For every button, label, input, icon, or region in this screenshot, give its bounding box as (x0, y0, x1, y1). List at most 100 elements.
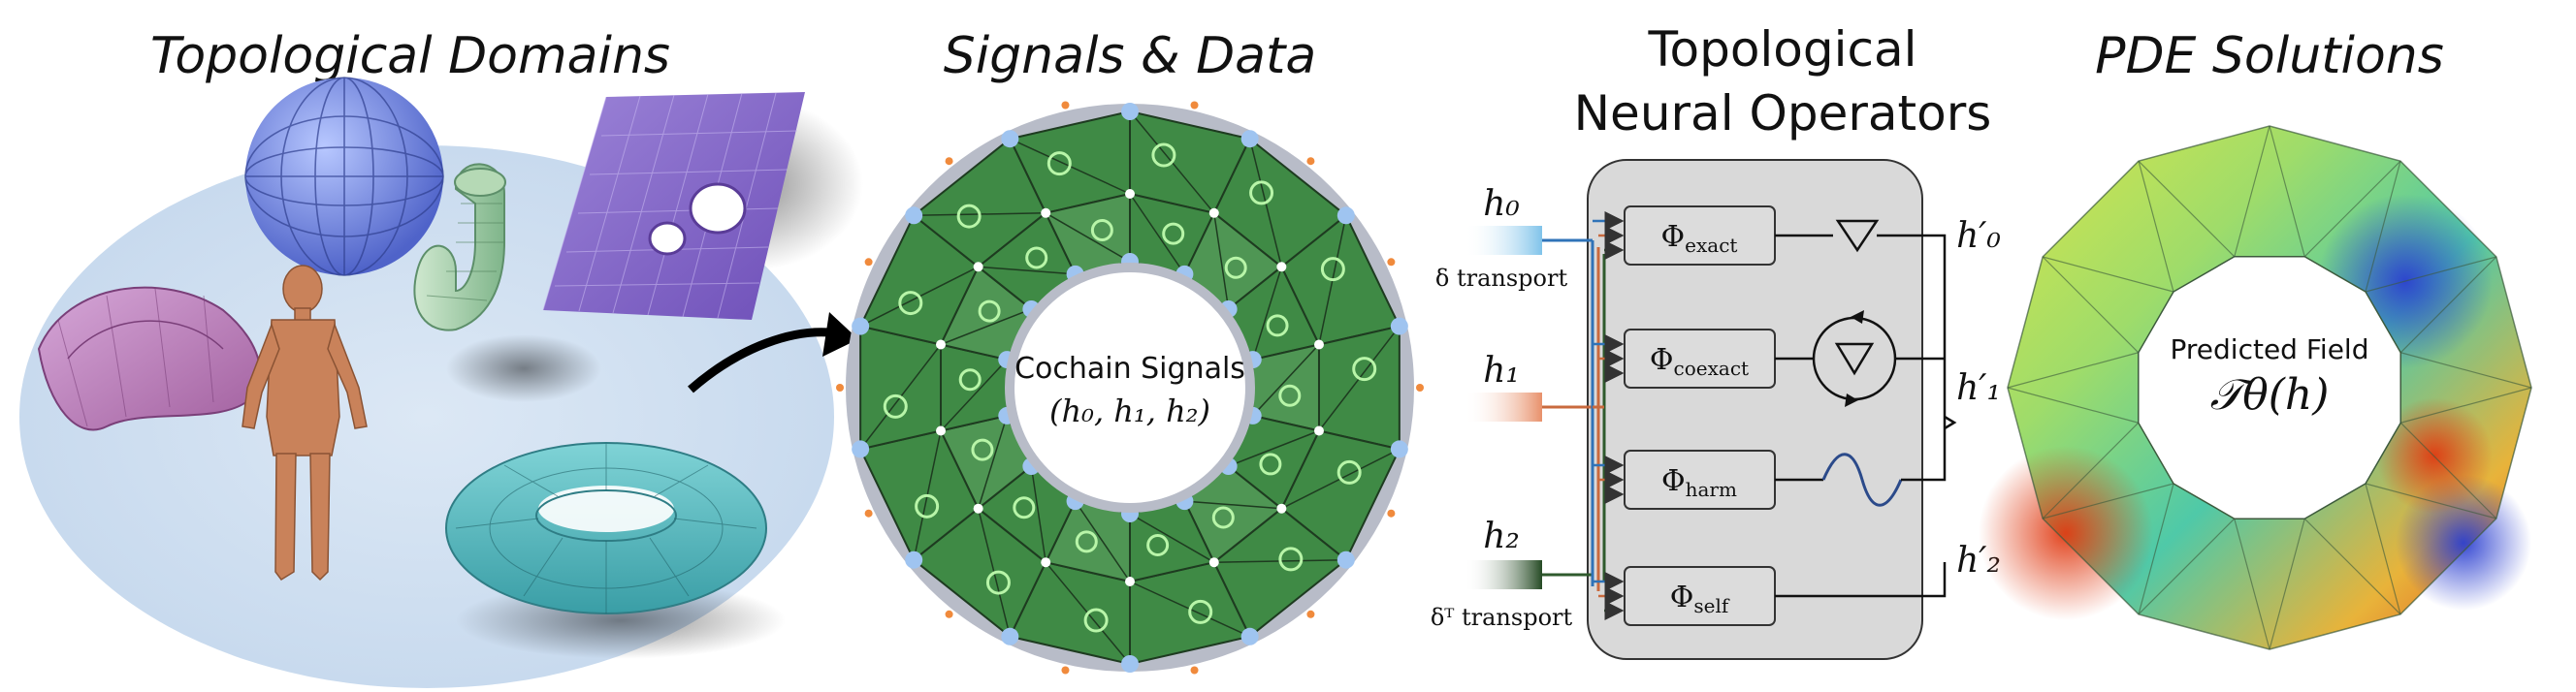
edge-flow-marker (1416, 384, 1424, 392)
circulation-icon (1075, 530, 1098, 553)
circulation-icon (971, 438, 994, 461)
field-mesh-edge (2269, 125, 2305, 257)
gradient-symbol-exact (1835, 219, 1880, 253)
svg-text:Φcoexact: Φcoexact (1650, 343, 1749, 380)
svg-text:Φexact: Φexact (1661, 220, 1738, 257)
circulation-icon (1278, 547, 1304, 572)
ring-diagonal (1252, 343, 1320, 417)
field-mesh-edge (2007, 352, 2139, 389)
phi-self-base: Φ (1670, 581, 1694, 614)
circulation-icon (1249, 180, 1274, 205)
field-mesh-edge (2303, 518, 2401, 615)
mesh-vertex-node (936, 425, 947, 436)
title-signals-data: Signals & Data (943, 27, 1317, 85)
circulation-icon (1336, 459, 1362, 485)
mesh-vertex-node (1041, 557, 1051, 568)
edge-flow-marker (1306, 157, 1315, 166)
edge-flow-marker (1387, 258, 1396, 267)
svg-text:Φself: Φself (1670, 581, 1730, 617)
ring-diagonal (1045, 212, 1131, 263)
circulation-icon (958, 368, 982, 392)
block-feeds (1593, 211, 1625, 620)
pde-solution-ring (1979, 125, 2532, 650)
signals-ring (836, 101, 1424, 675)
curl-arrowhead-top (1851, 310, 1864, 324)
ring-outer-cell (859, 325, 943, 451)
circulation-icon (1352, 357, 1377, 382)
edge-flow-marker (1306, 610, 1315, 618)
mesh-vertex-node (1121, 103, 1139, 120)
field-mesh-edge (2399, 256, 2497, 354)
circulation-icon (956, 204, 982, 229)
klein-shadow (446, 334, 601, 402)
circulation-icon (1046, 151, 1072, 176)
cochain-signals-label: Cochain Signals (1014, 352, 1245, 386)
ring-diagonal (978, 266, 1076, 275)
block-output-wires (1775, 234, 1957, 598)
input-h1-label: h₁ (1483, 351, 1520, 391)
phi-exact-sub: exact (1685, 234, 1737, 257)
edge-flow-marker (864, 258, 873, 267)
block-phi-coexact: Φcoexact (1624, 329, 1776, 389)
edge-flow-marker (1190, 101, 1199, 110)
ring-diagonal (977, 415, 1008, 509)
field-mesh-edge (2043, 483, 2174, 519)
klein-bottle-mesh (413, 163, 506, 331)
phi-coexact-sub: coexact (1674, 357, 1750, 380)
output-h1-prime: h′₁ (1956, 368, 2001, 408)
field-mesh-edge (2043, 256, 2174, 293)
field-mesh-edge (2399, 422, 2497, 519)
field-mesh-edge (2234, 125, 2270, 257)
input-h2-label: h₂ (1483, 517, 1520, 556)
title-neural-operators-line1: Topological (1648, 21, 1917, 78)
field-mesh-edge (2365, 483, 2496, 519)
plate-mesh (542, 92, 805, 320)
ring-outer-cell (1317, 325, 1401, 451)
field-high-region (1979, 446, 2153, 620)
operator-container (1587, 159, 1923, 660)
circulation-icon (1025, 246, 1048, 269)
ring-diagonal (940, 308, 1032, 346)
ring-diagonal (1129, 513, 1215, 563)
field-mesh-edge (2269, 519, 2305, 650)
mesh-vertex-node (1276, 503, 1287, 514)
field-mesh-edge (2138, 518, 2236, 615)
predicted-field-math: 𝒯θ(h) (2210, 370, 2330, 420)
title-pde-solutions: PDE Solutions (2095, 27, 2444, 85)
input-h2-transport: δᵀ transport (1431, 604, 1573, 631)
field-mesh-edge (2400, 352, 2532, 389)
edge-flow-marker (864, 509, 873, 518)
circulation-icon (1083, 608, 1109, 633)
ring-diagonal (940, 359, 1008, 432)
phi-harm-base: Φ (1661, 464, 1686, 498)
output-h0-prime: h′₀ (1956, 216, 2001, 256)
ring-diagonal (1228, 429, 1320, 467)
circulation-icon (1151, 142, 1176, 168)
edge-flow-marker (945, 610, 953, 618)
mesh-vertex-node (1313, 425, 1324, 436)
circulation-icon (1320, 257, 1345, 282)
circulation-icon (1146, 533, 1170, 556)
ring-diagonal (1213, 212, 1230, 310)
input-h0-label: h₀ (1483, 184, 1520, 224)
edge-flow-marker (1190, 666, 1199, 675)
mesh-vertex-node (936, 339, 947, 350)
title-neural-operators-line2: Neural Operators (1573, 85, 1992, 142)
gradient-symbol-coexact (1834, 342, 1875, 376)
signals-center-labels: Cochain Signals (h₀, h₁, h₂) (1014, 352, 1245, 429)
pde-center-labels: Predicted Field 𝒯θ(h) (2171, 333, 2369, 420)
ring-diagonal (1129, 193, 1186, 275)
circulation-icon (898, 291, 923, 316)
circulation-icon (1224, 256, 1247, 279)
field-outer-boundary (2007, 125, 2532, 650)
mesh-vertex-node (1125, 189, 1135, 199)
field-mesh-edge (2007, 387, 2139, 424)
mesh-vertex-node (1121, 655, 1139, 673)
mesh-vertex-node (852, 440, 870, 458)
domain-to-signal-arrow (688, 328, 845, 393)
input-h0-transport: δ transport (1435, 265, 1568, 292)
h0-signal-bar (1465, 226, 1542, 255)
mesh-vertex-node (1390, 317, 1408, 335)
h1-signal-bar (1465, 393, 1542, 422)
